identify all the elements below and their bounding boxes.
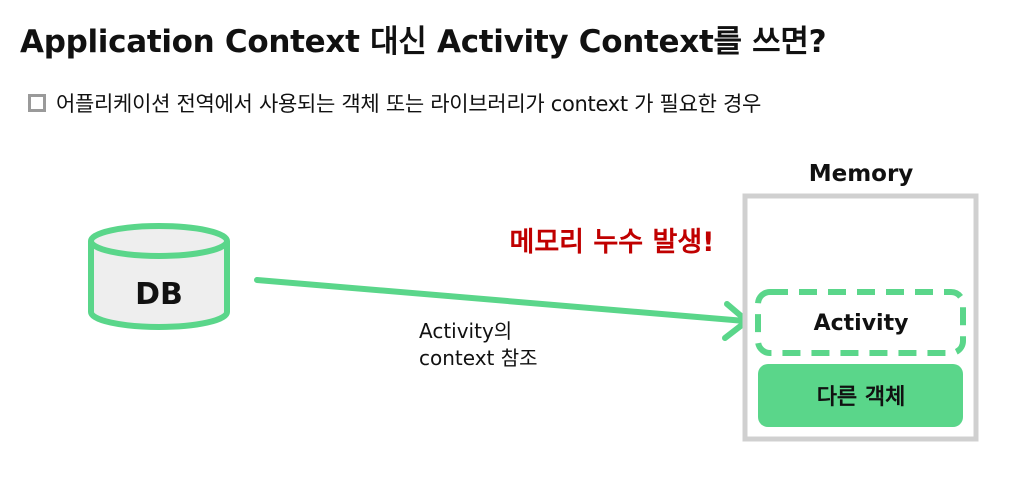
other-object-box (758, 364, 963, 427)
page-title: Application Context 대신 Activity Context를… (20, 24, 827, 60)
arrow-label-line2: context 참조 (419, 346, 538, 370)
activity-box (755, 289, 966, 356)
square-bullet-icon (28, 94, 46, 112)
memory-label: Memory (809, 161, 914, 187)
bullet-item: 어플리케이션 전역에서 사용되는 객체 또는 라이브러리가 context 가 … (28, 88, 761, 118)
bullet-text: 어플리케이션 전역에서 사용되는 객체 또는 라이브러리가 context 가 … (56, 92, 762, 116)
db-label: DB (135, 277, 183, 312)
arrow-label-line1: Activity의 (419, 319, 512, 343)
database-cylinder-icon (88, 223, 230, 330)
activity-label: Activity (814, 311, 909, 336)
other-object-label: 다른 객체 (817, 385, 906, 410)
memory-leak-warning: 메모리 누수 발생! (510, 227, 715, 258)
